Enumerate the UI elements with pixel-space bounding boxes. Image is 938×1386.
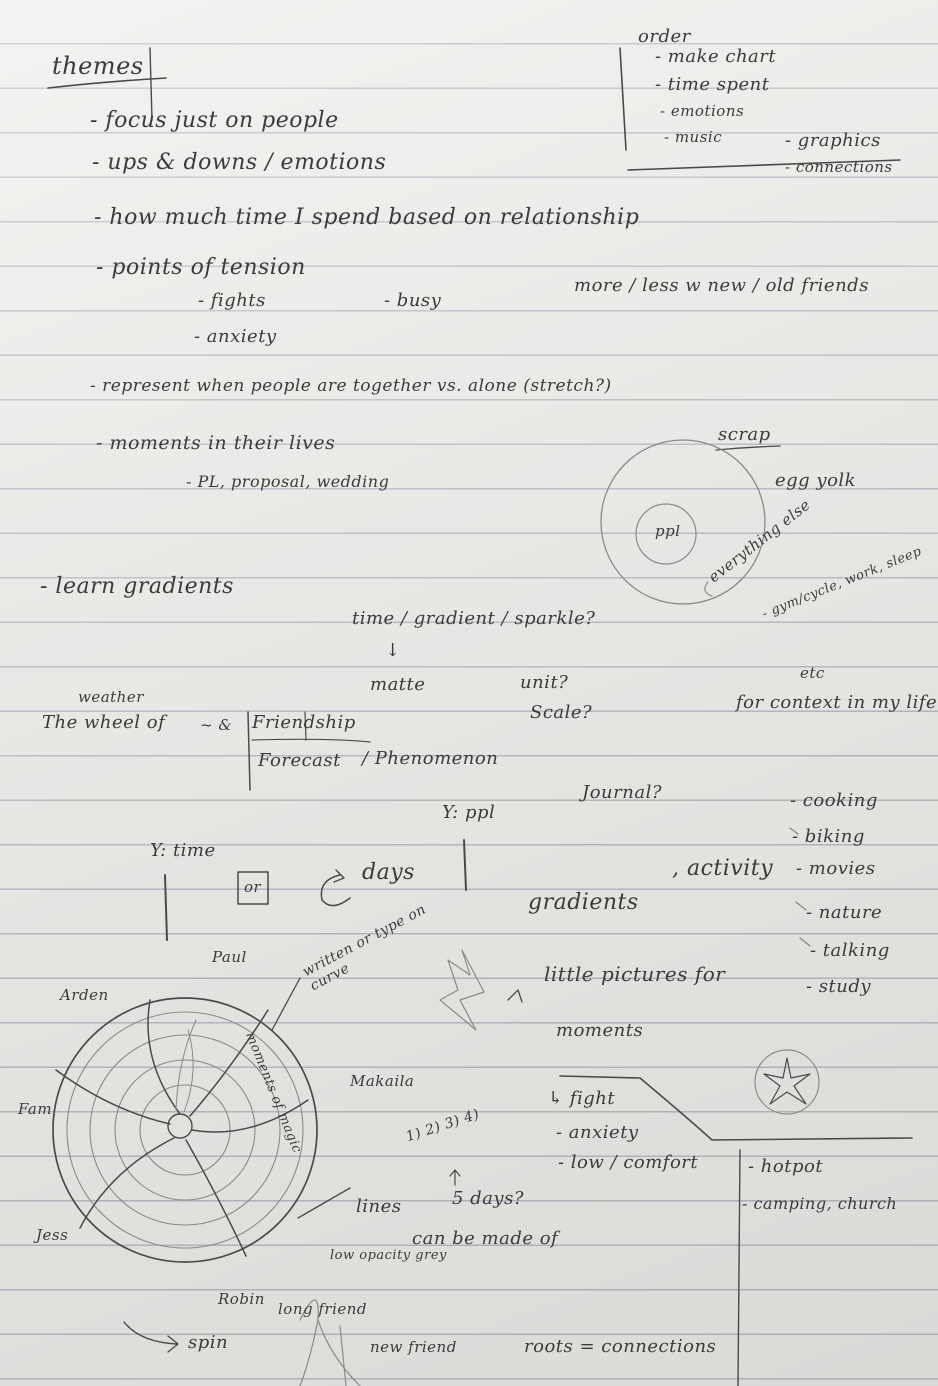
moments-note: moments — [556, 1020, 644, 1041]
order-item: - connections — [785, 158, 893, 176]
activity-item: - nature — [806, 902, 883, 923]
wheel-name: Makaila — [350, 1072, 415, 1090]
activity-label: , activity — [672, 856, 774, 881]
theme-item: - ups & downs / emotions — [92, 150, 387, 175]
little-pictures-note: little pictures for — [544, 962, 726, 986]
five-days-note: 5 days? — [452, 1188, 524, 1209]
egg-yolk-label: egg yolk — [775, 470, 857, 491]
theme-subitem: - fights — [198, 290, 266, 311]
activity-item: - cooking — [790, 790, 878, 811]
wheel-name: Robin — [218, 1290, 265, 1308]
low-opacity-note: low opacity grey — [330, 1248, 447, 1263]
new-friend-label: new friend — [370, 1338, 457, 1356]
spin-label: spin — [188, 1332, 229, 1353]
activity-item: - movies — [796, 858, 876, 879]
time-gradient-note: time / gradient / sparkle? — [352, 608, 596, 629]
forecast-label: Forecast — [258, 750, 341, 771]
days-label: days — [362, 860, 415, 885]
phenomenon-label: / Phenomenon — [362, 748, 499, 769]
theme-subitem: - anxiety — [194, 326, 277, 347]
matte-label: matte — [370, 674, 426, 695]
order-item: - music — [664, 128, 723, 146]
gradients-label: gradients — [528, 890, 639, 915]
theme-note: more / less w new / old friends — [574, 275, 869, 296]
etc-label: etc — [800, 664, 825, 682]
activity-item: - biking — [792, 826, 865, 847]
arrow-down: ↓ — [385, 640, 401, 661]
emotion-item: ↳ fight — [548, 1088, 616, 1109]
y-ppl-label: Y: ppl — [442, 802, 496, 823]
order-item: - graphics — [785, 130, 881, 151]
wheel-name: Jess — [36, 1226, 69, 1244]
roots-connections-note: roots = connections — [524, 1336, 717, 1357]
or-label: or — [244, 878, 262, 896]
activity-item: - talking — [810, 940, 890, 961]
amp-label: ~ & — [200, 716, 233, 734]
theme-item: - represent when people are together vs.… — [90, 376, 612, 396]
wheel-name: Fam — [18, 1100, 53, 1118]
weather-label: weather — [78, 688, 144, 706]
scale-label: Scale? — [530, 702, 593, 723]
scrap-heading: scrap — [718, 424, 771, 445]
journal-label: Journal? — [582, 782, 662, 803]
wheel-of-label: The wheel of — [42, 712, 166, 733]
order-item: - emotions — [660, 102, 745, 120]
theme-subitem: - busy — [384, 290, 442, 311]
unit-label: unit? — [520, 672, 569, 693]
y-time-label: Y: time — [150, 840, 216, 861]
emotion-item: - anxiety — [556, 1122, 639, 1143]
theme-item: - learn gradients — [40, 574, 234, 599]
theme-item: - how much time I spend based on relatio… — [94, 205, 640, 230]
order-item: - time spent — [655, 74, 770, 95]
place-item: - camping, church — [742, 1194, 898, 1213]
long-friend-label: long friend — [278, 1300, 368, 1318]
emotion-item: - low / comfort — [558, 1152, 699, 1173]
wheel-name: Paul — [212, 948, 247, 966]
order-item: - make chart — [655, 46, 777, 67]
wheel-name: Arden — [60, 986, 109, 1004]
friendship-wheel-sketch — [52, 997, 318, 1263]
theme-item: - points of tension — [96, 255, 306, 280]
can-be-made-note: can be made of — [412, 1228, 559, 1249]
ppl-center-label: ppl — [655, 522, 681, 540]
themes-heading: themes — [52, 52, 144, 80]
context-label: for context in my life — [736, 692, 938, 713]
lines-note: lines — [356, 1196, 402, 1217]
activity-item: - study — [806, 976, 872, 997]
order-heading: order — [638, 26, 691, 47]
friendship-label: Friendship — [252, 712, 356, 733]
theme-item: - focus just on people — [90, 108, 339, 133]
place-item: - hotpot — [748, 1156, 824, 1177]
theme-item: - moments in their lives — [96, 432, 336, 454]
theme-subitem: - PL, proposal, wedding — [186, 472, 390, 491]
